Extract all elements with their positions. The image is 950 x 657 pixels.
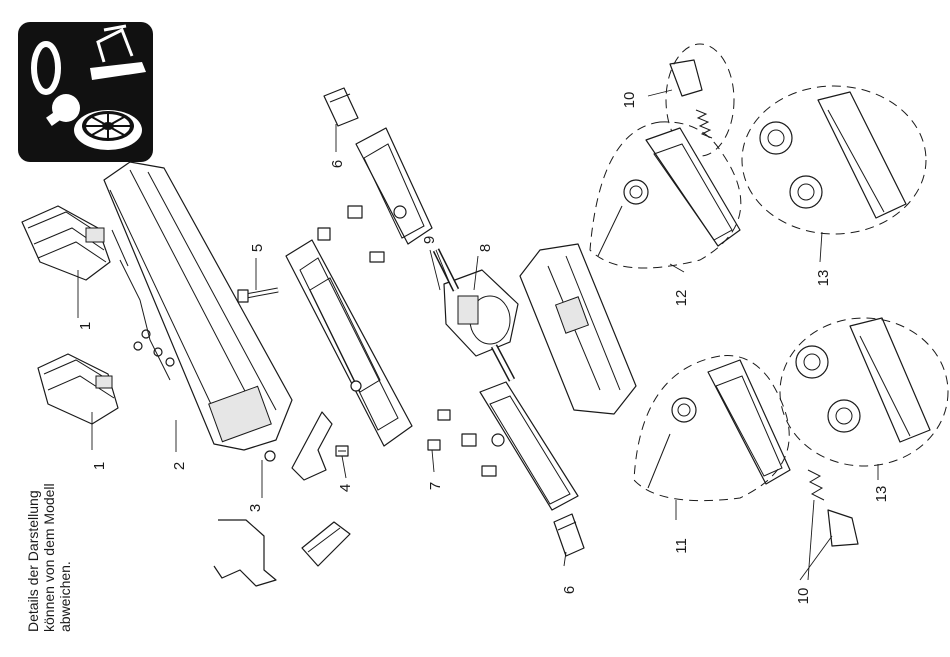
callout-9: 9	[421, 236, 438, 244]
callout-10a: 10	[621, 92, 638, 109]
note-line-3: abweichen.	[57, 561, 73, 632]
part-7-screw	[428, 410, 450, 450]
part-13-wheelset-upper	[760, 92, 906, 218]
part-11-bogie	[648, 360, 790, 488]
motor-fan-icon	[74, 110, 142, 150]
callout-4: 4	[337, 484, 354, 492]
part-6-clip-lower	[554, 514, 584, 556]
chassis-plate	[286, 240, 412, 446]
callout-1b: 1	[91, 462, 108, 470]
part-1-pantograph-upper	[22, 206, 110, 280]
callout-11: 11	[673, 538, 690, 554]
callout-6a: 6	[329, 160, 346, 168]
note-line-2: können von dem Modell	[41, 483, 57, 632]
callout-5: 5	[249, 244, 266, 252]
callout-6b: 6	[561, 586, 578, 594]
callout-3: 3	[247, 504, 264, 512]
light-board	[302, 522, 350, 566]
callout-12: 12	[673, 290, 690, 307]
icon-panel	[18, 22, 153, 162]
part-13-wheelset-lower	[796, 318, 930, 442]
small-screw-upper	[318, 228, 330, 240]
callout-13a: 13	[815, 270, 832, 287]
callout-1a: 1	[77, 322, 94, 330]
part-3-coupler	[265, 451, 275, 461]
callout-2: 2	[171, 462, 188, 470]
note-line-1: Details der Darstellung	[25, 490, 41, 632]
part-10-coupler-upper	[670, 60, 702, 96]
callout-7: 7	[427, 482, 444, 490]
part-6-clip-upper	[324, 88, 358, 126]
lower-bracket-plate	[462, 382, 578, 510]
part-10-spring-lower	[808, 470, 824, 500]
part-9-worm-lower	[494, 346, 512, 380]
part-10-coupler-lower	[828, 510, 858, 546]
callout-13b: 13	[873, 486, 890, 503]
callout-10b: 10	[795, 588, 812, 605]
disclaimer-note: Details der Darstellung können von dem M…	[25, 483, 73, 632]
bracket-clip	[214, 520, 276, 586]
part-5-screw	[238, 290, 278, 302]
part-2-locomotive-body	[104, 162, 292, 450]
callout-8: 8	[477, 244, 494, 252]
part-1-pantograph-lower	[38, 354, 118, 424]
gear-housing-block	[520, 244, 636, 414]
upper-bracket-plate	[348, 128, 432, 262]
contact-spring-plate	[292, 412, 332, 480]
part-4-screw	[336, 446, 348, 456]
